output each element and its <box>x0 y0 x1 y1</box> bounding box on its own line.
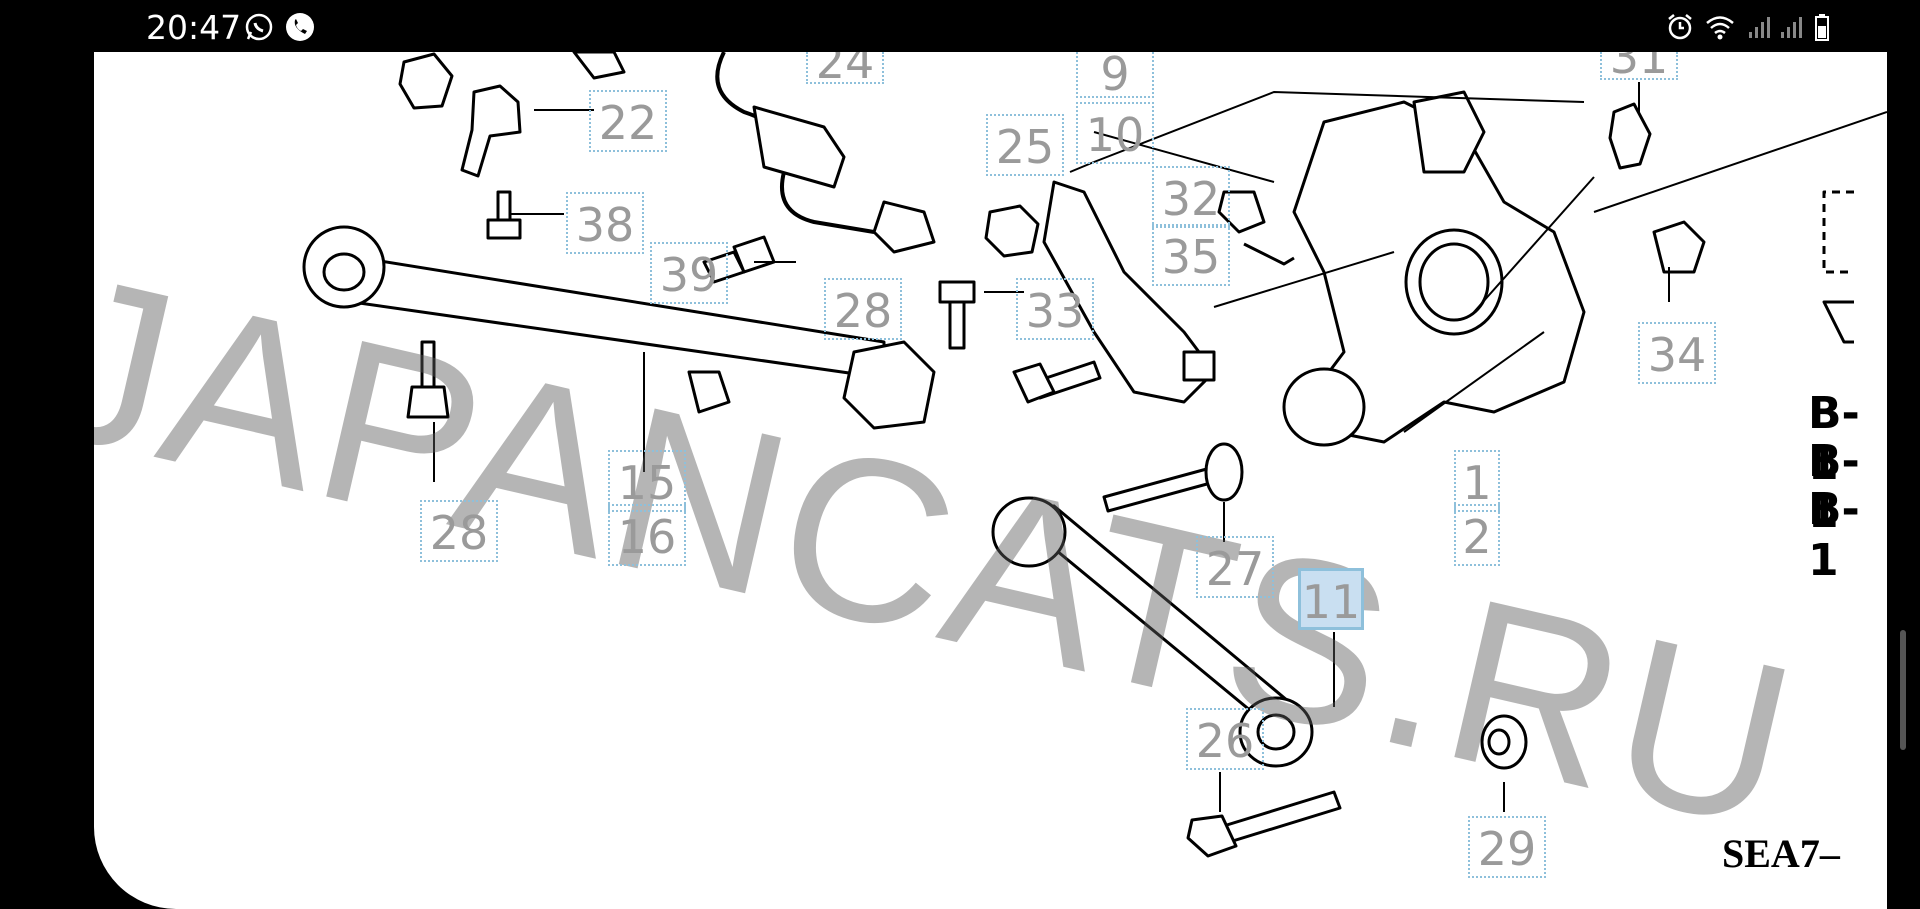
callout-32[interactable]: 32 <box>1152 166 1230 228</box>
callout-9[interactable]: 9 <box>1076 52 1154 98</box>
arm-11-bushing-top <box>991 496 1067 568</box>
nut-part <box>398 52 454 110</box>
callout-38[interactable]: 38 <box>566 192 644 254</box>
bolt-28-mid-head <box>938 280 976 304</box>
bushing-29-inner <box>1487 728 1511 756</box>
callout-28-left[interactable]: 28 <box>420 500 498 562</box>
ref-bracket <box>1822 190 1854 274</box>
callout-28-mid[interactable]: 28 <box>824 278 902 340</box>
callout-26[interactable]: 26 <box>1186 708 1264 770</box>
arm-end-right <box>842 340 936 430</box>
callout-11-selected[interactable]: 11 <box>1298 568 1364 630</box>
callout-24[interactable]: 24 <box>806 52 884 85</box>
callout-39[interactable]: 39 <box>650 242 728 304</box>
callout-31[interactable]: 31 <box>1600 52 1678 80</box>
arm-11-bushing-inner <box>1256 713 1296 751</box>
bolt-39-head <box>702 250 746 284</box>
callout-35[interactable]: 35 <box>1152 224 1230 286</box>
parts-drawing <box>302 52 1887 858</box>
bracket-tab <box>1182 350 1216 382</box>
bolt-28-left-head <box>406 385 450 419</box>
callout-29[interactable]: 29 <box>1468 816 1546 878</box>
arm-clip <box>687 370 731 414</box>
signal-icon <box>1781 17 1802 38</box>
callout-1[interactable]: 1 <box>1454 450 1500 512</box>
drawing-code: SEA7– <box>1722 831 1840 876</box>
callout-2[interactable]: 2 <box>1454 504 1500 566</box>
section-ref-3[interactable]: B-1 <box>1808 484 1860 586</box>
sensor-bracket <box>872 200 936 254</box>
spring-clip-35 <box>1243 242 1295 266</box>
callout-22[interactable]: 22 <box>589 90 667 152</box>
callout-34[interactable]: 34 <box>1638 322 1716 384</box>
callout-33[interactable]: 33 <box>1016 278 1094 340</box>
callout-16[interactable]: 16 <box>608 504 686 566</box>
knuckle-top-bushing <box>1412 90 1486 174</box>
bolt-38 <box>496 190 512 224</box>
bolt-33-head <box>1012 362 1056 404</box>
nut-25 <box>984 204 1040 258</box>
status-time: 20:47 <box>146 8 242 47</box>
ref-arrow <box>1822 300 1854 344</box>
callout-15[interactable]: 15 <box>608 450 686 512</box>
section-ref-1[interactable]: B-1 <box>1808 388 1860 490</box>
call-icon <box>286 13 314 41</box>
scrollbar[interactable] <box>1900 630 1906 750</box>
knuckle-bracket <box>1042 180 1216 404</box>
bolt-26-head <box>1186 814 1238 858</box>
arm-bushing-left-inner <box>322 252 366 292</box>
section-ref-2[interactable]: B-1 <box>1808 436 1860 538</box>
clip-34 <box>1652 220 1706 274</box>
callout-10[interactable]: 10 <box>1076 102 1154 164</box>
battery-icon <box>1815 14 1829 41</box>
status-bar: 20:47 <box>0 0 1920 52</box>
callout-27[interactable]: 27 <box>1196 536 1274 598</box>
wifi-icon <box>1706 16 1734 40</box>
knuckle-hub-bore-inner <box>1418 242 1490 322</box>
clip-32 <box>1217 190 1266 234</box>
bracket-part <box>460 84 522 178</box>
knuckle-lower-bushing <box>1282 367 1366 447</box>
clip-part <box>572 52 626 80</box>
callout-25[interactable]: 25 <box>986 114 1064 176</box>
clip-31 <box>1608 102 1652 170</box>
parts-diagram-viewer[interactable]: JAPANCATS.RU 22 24 9 10 31 25 32 35 38 3… <box>94 52 1887 909</box>
leader-lines <box>433 82 1887 812</box>
signal-icon <box>1749 17 1770 38</box>
bolt-27-washer <box>1204 442 1244 502</box>
alarm-icon <box>1668 14 1692 40</box>
bolt-38-head <box>486 218 522 240</box>
sensor-connector <box>752 105 846 189</box>
whatsapp-icon <box>245 13 273 41</box>
